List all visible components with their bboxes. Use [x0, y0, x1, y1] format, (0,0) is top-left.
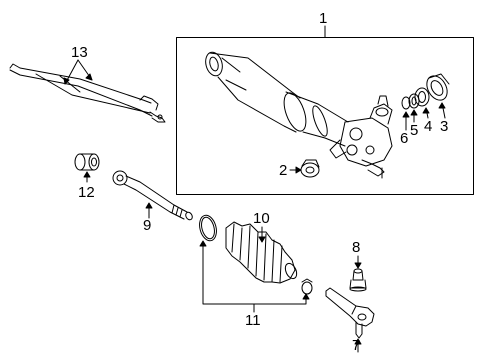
rack-bushing-part — [74, 153, 100, 171]
arrow-8 — [354, 262, 362, 269]
arrow-9 — [145, 202, 153, 209]
callout-1: 1 — [319, 10, 328, 27]
callout-11: 11 — [245, 312, 261, 329]
arrow-13b — [85, 73, 93, 81]
callout-9: 9 — [143, 217, 152, 234]
arrow-4 — [422, 107, 430, 114]
callout-8: 8 — [352, 239, 361, 256]
callout-4: 4 — [424, 118, 433, 135]
callout-6: 6 — [400, 130, 409, 147]
arrow-7 — [354, 338, 362, 345]
callout-13: 13 — [71, 44, 88, 61]
steering-gear-housing — [205, 51, 393, 179]
seal-3 — [426, 73, 450, 101]
arrow-2 — [295, 166, 302, 174]
outer-tie-rod-end-part — [325, 287, 375, 339]
arrow-13a — [63, 77, 70, 85]
callout-3: 3 — [440, 118, 449, 135]
bracket-11 — [202, 243, 307, 305]
callout-5: 5 — [410, 122, 419, 139]
bushing-part — [300, 159, 320, 178]
callout-12: 12 — [78, 184, 95, 201]
arrow-6 — [402, 111, 410, 118]
arrow-3 — [438, 102, 446, 109]
callout-2: 2 — [279, 162, 288, 179]
callout-10: 10 — [253, 210, 270, 227]
inner-tie-rod-part — [112, 170, 193, 221]
arrow-11b — [302, 293, 310, 300]
pressure-lines-part — [9, 63, 166, 123]
arrow-12 — [83, 171, 91, 178]
arrow-11a — [199, 240, 207, 247]
arrow-5 — [410, 109, 418, 116]
seal-5 — [408, 93, 420, 109]
boot-cap-part — [349, 268, 367, 292]
rack-boot-part — [225, 221, 298, 284]
boot-clamp — [301, 278, 313, 295]
arrow-10 — [258, 236, 266, 243]
seal-6 — [401, 96, 411, 110]
seal-4 — [414, 87, 430, 107]
boot-ring — [199, 214, 217, 242]
callout-7: 7 — [352, 337, 361, 354]
